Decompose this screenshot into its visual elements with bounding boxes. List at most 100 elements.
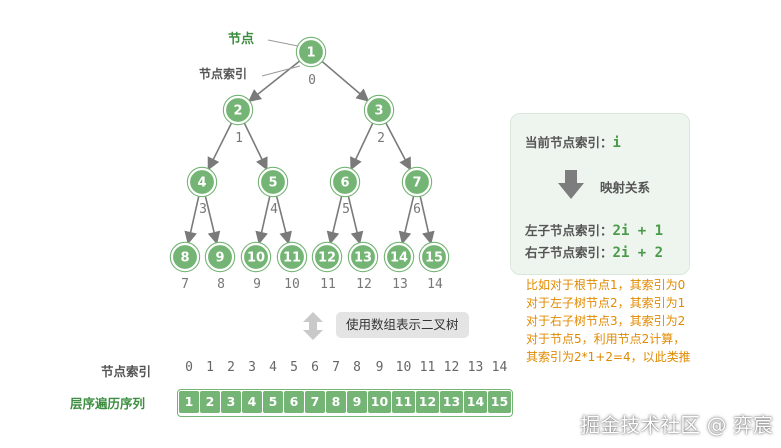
tree-node-value: 6 — [340, 176, 349, 191]
tree-edge — [350, 121, 375, 171]
tree-node-circle — [312, 242, 342, 272]
node-index-label: 节点索引 — [199, 66, 247, 81]
tree-node-ring — [418, 241, 450, 273]
tree-node-circle — [330, 167, 360, 197]
tree-node-index: 6 — [413, 202, 421, 217]
tree-node: 1 — [295, 36, 327, 68]
tree-node-ring — [347, 241, 379, 273]
left-child-row: 左子节点索引：2i + 1 — [525, 220, 663, 239]
sequence-index: 8 — [353, 360, 361, 375]
tree-edge — [398, 194, 415, 245]
tree-node-ring — [363, 94, 395, 126]
tree-node-ring — [276, 241, 308, 273]
tree-node-ring — [383, 241, 415, 273]
tree-node-ring — [329, 166, 361, 198]
sequence-index: 9 — [375, 360, 384, 375]
tree-edge — [184, 194, 200, 245]
right-child-label: 右子节点索引： — [525, 245, 613, 260]
tree-node-value: 8 — [180, 251, 189, 266]
tree-edge — [419, 194, 435, 245]
tree-node-ring — [295, 36, 327, 68]
tree-edge — [275, 194, 292, 245]
tree-node: 15 — [418, 241, 450, 273]
sequence-index: 11 — [419, 360, 436, 375]
tree-node-index: 3 — [199, 202, 207, 217]
sequence-index: 1 — [206, 360, 214, 375]
tree-node-ring — [169, 241, 201, 273]
tree-node-circle — [402, 167, 432, 197]
explanation-note: 比如对于根节点1，其索引为0 对于左子树节点2，其索引为1 对于右子树节点3，其… — [526, 276, 776, 366]
tree-node-index: 2 — [377, 131, 385, 146]
tree-node-index: 13 — [392, 277, 408, 292]
tree-node-value: 12 — [318, 251, 336, 266]
tree-node-circle — [277, 242, 307, 272]
sequence-cell: 2 — [200, 391, 220, 413]
tree-node-value: 15 — [425, 251, 443, 266]
tree-node: 9 — [204, 241, 236, 273]
tree-node-ring — [204, 241, 236, 273]
tree-node-circle — [364, 95, 394, 125]
left-child-label: 左子节点索引： — [525, 223, 613, 238]
tree-node-circle — [170, 242, 200, 272]
tree-edge — [242, 121, 268, 171]
node-index-pointer-line — [261, 65, 301, 77]
tree-node-value: 4 — [197, 176, 206, 191]
tree-node: 3 — [363, 94, 395, 126]
right-child-row: 右子节点索引：2i + 2 — [525, 242, 663, 261]
tree-node: 8 — [169, 241, 201, 273]
tree-node: 2 — [222, 94, 254, 126]
note-line: 比如对于根节点1，其索引为0 — [526, 278, 686, 292]
tree-edge — [347, 194, 364, 245]
sequence-index: 6 — [311, 360, 319, 375]
tree-node: 7 — [401, 166, 433, 198]
tree-node: 11 — [276, 241, 308, 273]
node-pointer-line — [267, 39, 299, 47]
tree-node-index: 0 — [308, 73, 316, 88]
tree-node-value: 10 — [247, 251, 265, 266]
tree-node-index: 11 — [320, 277, 336, 292]
tree-node-ring — [257, 166, 289, 198]
tree-node-circle — [296, 37, 326, 67]
note-line: 对于节点5，利用节点2计算， — [526, 332, 686, 346]
tree-node-value: 3 — [374, 104, 383, 119]
tree-node-index: 9 — [253, 277, 261, 292]
tree-node-ring — [311, 241, 343, 273]
sequence-index: 14 — [491, 360, 508, 375]
node-label: 节点 — [228, 31, 254, 47]
sequence-cell: 11 — [392, 391, 415, 413]
sequence-cell: 10 — [368, 391, 391, 413]
tree-node-index: 4 — [270, 202, 278, 217]
sequence-cell: 7 — [305, 391, 325, 413]
sequence-index: 7 — [332, 360, 340, 375]
tree-node: 6 — [329, 166, 361, 198]
tree-node-ring — [222, 94, 254, 126]
sequence-index: 3 — [248, 360, 256, 375]
tree-node-value: 1 — [306, 46, 315, 61]
tree-node-value: 5 — [268, 176, 277, 191]
tree-node-circle — [258, 167, 288, 197]
sequence-cell: 14 — [464, 391, 487, 413]
sequence-index: 10 — [395, 360, 412, 375]
tree-node: 4 — [186, 166, 218, 198]
tree-node-circle — [241, 242, 271, 272]
tree-node-circle — [205, 242, 235, 272]
sequence-index: 0 — [185, 360, 193, 375]
array-caption: 使用数组表示二叉树 — [336, 312, 469, 338]
tree-edge — [320, 59, 370, 102]
tree-node-value: 2 — [233, 104, 242, 119]
sequence-index: 13 — [467, 360, 484, 375]
mapping-relation-label: 映射关系 — [600, 180, 651, 195]
sequence-index: 5 — [290, 360, 298, 375]
note-line: 对于右子树节点3，其索引为2 — [526, 314, 686, 328]
tree-node-index: 12 — [356, 277, 372, 292]
sequence-index: 2 — [227, 360, 235, 375]
tree-node-index: 1 — [235, 131, 243, 146]
tree-edge — [384, 121, 412, 171]
tree-node-index: 7 — [181, 277, 189, 292]
tree-node-circle — [419, 242, 449, 272]
tree-edge — [326, 194, 343, 245]
tree-node-value: 9 — [215, 251, 224, 266]
current-index-expr: i — [612, 135, 621, 151]
